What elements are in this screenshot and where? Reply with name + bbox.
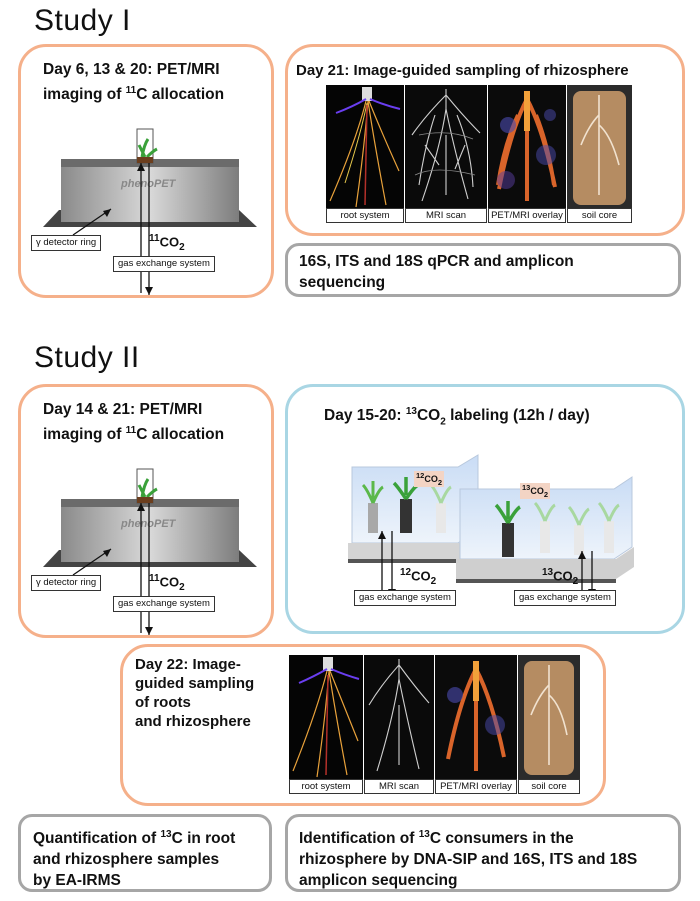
root-system-image-2 [289, 655, 363, 779]
phenopet-brand-2: phenoPET [120, 518, 177, 530]
study2-labeling-box: Day 15-20: 13CO2 labeling (12h / day) 12… [285, 384, 685, 634]
pet-mri-overlay-image [488, 85, 566, 208]
co2-11-flow-label: 11CO2 [149, 233, 185, 253]
co2-11-flow-label-2: 11CO2 [149, 573, 185, 593]
study1-pet-heading: Day 6, 13 & 20: PET/MRI imaging of 11C a… [43, 61, 225, 104]
chamber-left-gas-label: gas exchange system [354, 590, 456, 606]
study1-sampling-heading: Day 21: Image-guided sampling of rhizosp… [296, 62, 629, 79]
study1-qpcr-box: 16S, ITS and 18S qPCR and amplicon seque… [285, 243, 681, 297]
gas-exchange-label-2: gas exchange system [113, 596, 215, 612]
study-2-title: Study II [34, 341, 140, 374]
caption-pet-mri-overlay: PET/MRI overlay [488, 208, 566, 223]
gas-exchange-label: gas exchange system [113, 256, 215, 272]
detector-ring-label-2: γ detector ring [31, 575, 102, 591]
mri-scan-image-2 [364, 655, 434, 779]
caption-soil-core: soil core [567, 208, 632, 223]
caption-root-system-2: root system [289, 779, 363, 794]
chamber-right-gas-label: gas exchange system [514, 590, 616, 606]
root-system-image [326, 85, 404, 208]
labeling-heading: Day 15-20: 13CO2 labeling (12h / day) [324, 406, 590, 428]
caption-mri-scan-2: MRI scan [364, 779, 434, 794]
labeling-chambers-illustration [348, 454, 634, 597]
detector-ring-label: γ detector ring [31, 235, 102, 251]
qpcr-line-2: sequencing [299, 274, 386, 291]
chamber-left-flow-label: 12CO2 [400, 567, 437, 587]
chamber-right-flow-label: 13CO2 [542, 567, 579, 587]
pet-mri-overlay-image-2 [435, 655, 517, 779]
soil-core-image [567, 85, 632, 208]
caption-soil-core-2: soil core [518, 779, 580, 794]
mri-scan-image [405, 85, 487, 208]
caption-pet-mri-overlay-2: PET/MRI overlay [435, 779, 517, 794]
chamber-left-co2-tag: 12CO2 [414, 471, 445, 487]
phenopet-device-illustration-2: phenoPET [43, 468, 257, 635]
caption-mri-scan: MRI scan [405, 208, 487, 223]
caption-root-system: root system [326, 208, 404, 223]
study2-pet-imaging-box: Day 14 & 21: PET/MRI imaging of 11C allo… [18, 384, 274, 638]
soil-core-image-2 [518, 655, 580, 779]
phenopet-device-illustration: phenoPET [43, 128, 257, 295]
chamber-right-co2-tag: 13CO2 [520, 483, 551, 499]
study1-pet-imaging-box: Day 6, 13 & 20: PET/MRI imaging of 11C a… [18, 44, 274, 298]
phenopet-brand: phenoPET [120, 178, 177, 190]
study2-sampling-heading: Day 22: Image- guided sampling of roots … [135, 656, 255, 730]
study2-sampling-box: Day 22: Image- guided sampling of roots … [120, 644, 606, 806]
eairms-box: Quantification of 13C in root and rhizos… [18, 814, 272, 892]
dna-sip-box: Identification of 13C consumers in the r… [285, 814, 681, 892]
study1-sampling-box: Day 21: Image-guided sampling of rhizosp… [285, 44, 685, 236]
study2-pet-heading: Day 14 & 21: PET/MRI imaging of 11C allo… [43, 401, 225, 444]
qpcr-line-1: 16S, ITS and 18S qPCR and amplicon [299, 253, 574, 270]
study-1-title: Study I [34, 4, 131, 37]
